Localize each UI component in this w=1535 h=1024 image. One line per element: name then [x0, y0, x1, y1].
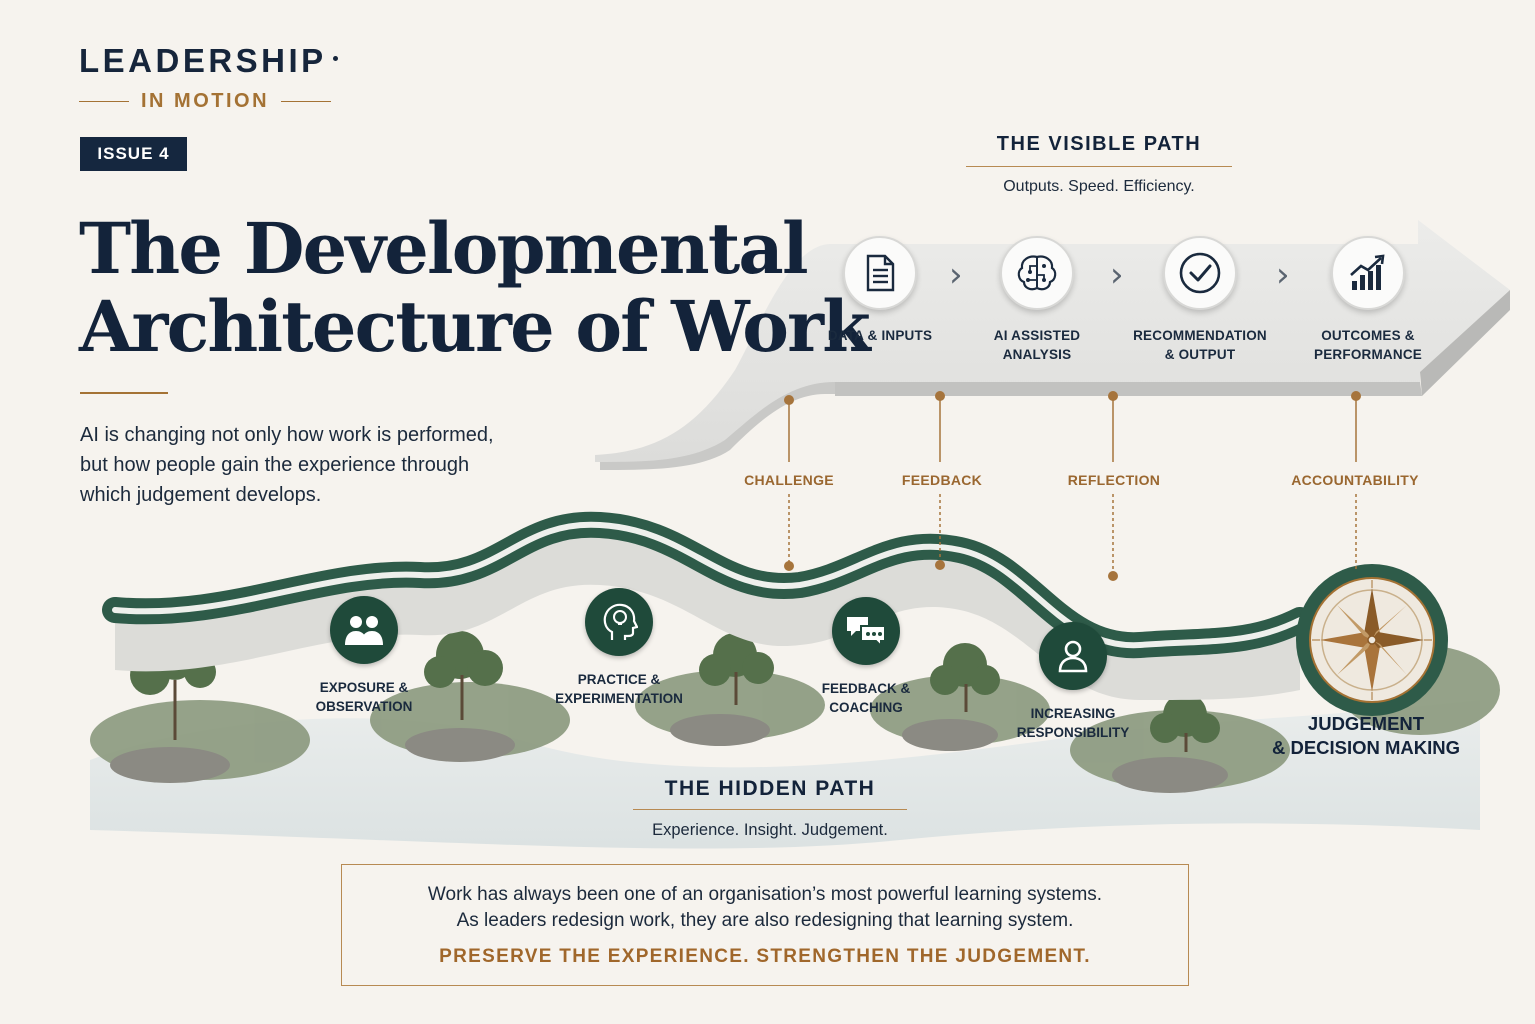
hidden-step-label: EXPOSURE &OBSERVATION	[315, 680, 413, 714]
hidden-step-practice: PRACTICE &EXPERIMENTATION	[539, 588, 699, 708]
hidden-step-label: FEEDBACK &COACHING	[821, 681, 911, 715]
lede-text: AI is changing not only how work is perf…	[80, 420, 550, 510]
title-line-1: The Developmental	[79, 207, 809, 290]
lede-line-1: AI is changing not only how work is perf…	[80, 424, 494, 446]
chat-bubbles-icon	[832, 597, 900, 665]
hidden-step-label: PRACTICE &EXPERIMENTATION	[555, 672, 683, 706]
hidden-path-title: THE HIDDEN PATH	[633, 777, 907, 810]
visible-path-title: THE VISIBLE PATH	[966, 133, 1232, 167]
connector-lines	[788, 396, 1357, 575]
visible-step-outcomes: OUTCOMES &PERFORMANCE	[1288, 236, 1448, 364]
visible-step-label: DATA & INPUTS	[827, 328, 933, 343]
hidden-step-feedback: FEEDBACK &COACHING	[786, 597, 946, 717]
brand-dot	[332, 56, 338, 61]
title-line-2: Architecture of Work	[79, 285, 871, 368]
connector-label-feedback: FEEDBACK	[901, 472, 983, 488]
quote-text: Work has always been one of an organisat…	[427, 884, 1103, 931]
connector-label-accountability: ACCOUNTABILITY	[1291, 472, 1419, 488]
lede-line-3: which judgement develops.	[80, 484, 322, 506]
quote-box: Work has always been one of an organisat…	[341, 864, 1189, 986]
visible-step-label: RECOMMENDATION& OUTPUT	[1133, 328, 1267, 362]
brain-circuit-icon	[1000, 236, 1074, 310]
document-icon	[843, 236, 917, 310]
chevron-right-icon: ›	[1110, 255, 1124, 295]
judgement-destination-label: JUDGEMENT & DECISION MAKING	[1271, 713, 1461, 758]
brand-tagline: IN MOTION	[140, 90, 270, 112]
title-rule	[80, 392, 168, 394]
person-icon	[1039, 622, 1107, 690]
chevron-right-icon: ›	[949, 255, 963, 295]
visible-path-subtitle: Outputs. Speed. Efficiency.	[1003, 178, 1195, 195]
chevron-right-icon: ›	[1276, 255, 1290, 295]
tagline-rule-left	[79, 100, 129, 103]
page-title: The Developmental Architecture of Work	[79, 207, 871, 368]
visible-step-data-inputs: DATA & INPUTS	[800, 236, 960, 345]
visible-step-recommendation: RECOMMENDATION& OUTPUT	[1120, 236, 1280, 364]
connector-label-reflection: REFLECTION	[1067, 472, 1161, 488]
hidden-path-subtitle: Experience. Insight. Judgement.	[652, 821, 888, 839]
head-lightbulb-icon	[585, 588, 653, 656]
connector-dots	[784, 391, 1361, 581]
visible-step-label: OUTCOMES &PERFORMANCE	[1314, 328, 1422, 362]
quote-callout: PRESERVE THE EXPERIENCE. STRENGTHEN THE …	[439, 946, 1091, 967]
issue-badge: ISSUE 4	[80, 137, 187, 171]
compass-icon	[1309, 577, 1435, 703]
hidden-path-landscape	[90, 631, 1500, 849]
brand-tagline-row: IN MOTION	[79, 90, 332, 113]
hidden-step-exposure: EXPOSURE &OBSERVATION	[284, 596, 444, 716]
tagline-rule-right	[281, 100, 332, 103]
growth-chart-icon	[1331, 236, 1405, 310]
people-icon	[330, 596, 398, 664]
connector-label-challenge: CHALLENGE	[744, 472, 834, 488]
lede-line-2: but how people gain the experience throu…	[80, 454, 470, 476]
visible-path-arrow	[595, 220, 1510, 470]
checkmark-icon	[1163, 236, 1237, 310]
brand-name: LEADERSHIP	[79, 42, 338, 80]
